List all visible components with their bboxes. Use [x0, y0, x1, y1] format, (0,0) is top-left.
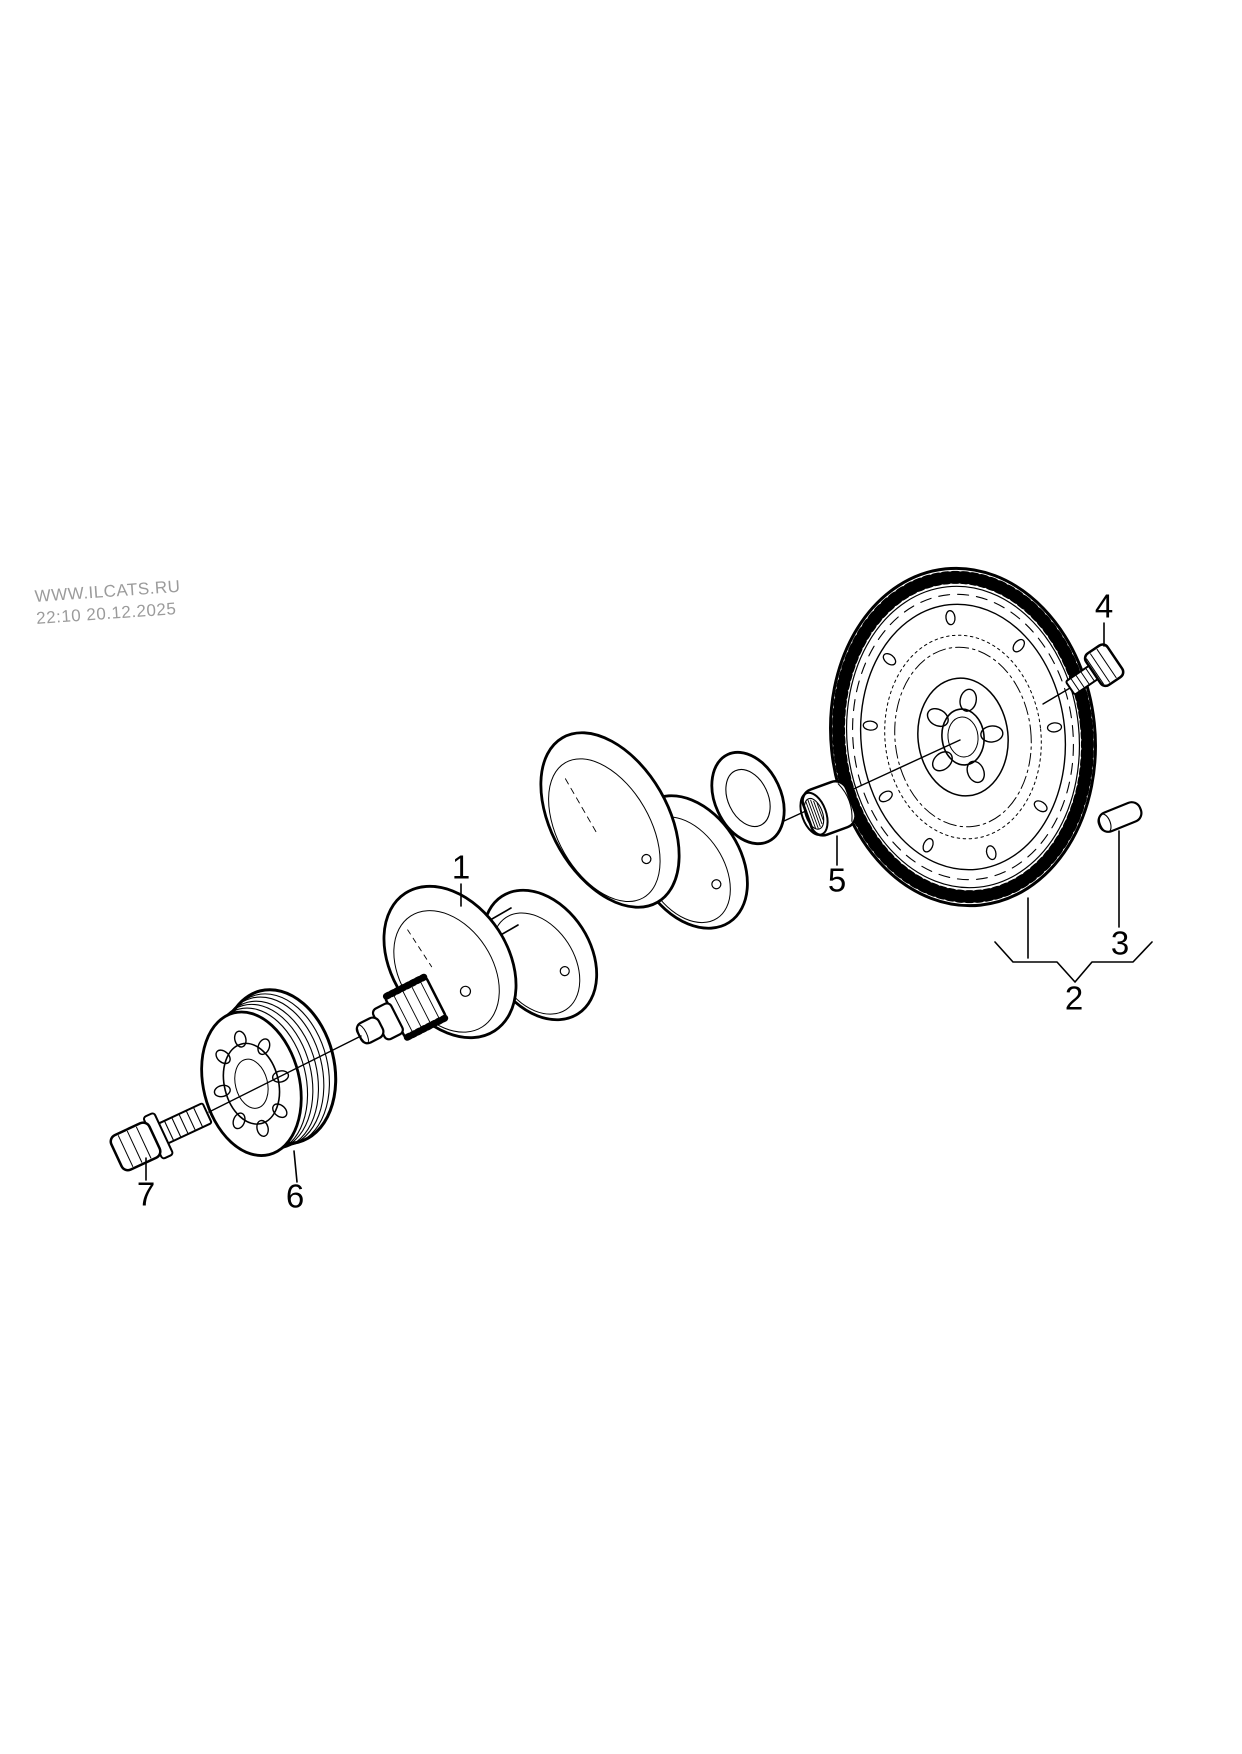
dowel-pin-drawing [1097, 801, 1143, 833]
callout-2: 2 [994, 897, 1153, 1017]
needle-rollers [804, 799, 824, 829]
callout-6-label: 6 [286, 1178, 304, 1215]
thread-ribs [1070, 668, 1095, 692]
callout-3-label: 3 [1111, 925, 1129, 962]
crank-bore-inner [947, 716, 979, 758]
crank-snout [355, 973, 449, 1045]
flywheel-hub [917, 677, 1009, 797]
needle-bearing-drawing [799, 780, 857, 837]
pulley-drawing [200, 988, 338, 1157]
bolt4-leader-line [1042, 687, 1071, 705]
pulley-hub-arc [234, 1058, 269, 1109]
callout-7-label: 7 [137, 1176, 155, 1213]
axis-line-rear [757, 739, 961, 834]
bearing-rear-arc [837, 783, 853, 822]
ring-gear-teeth [832, 570, 1094, 904]
head-ridges [117, 1126, 152, 1167]
pulley-slot-holes [213, 1030, 290, 1137]
callout-6: 6 [286, 1150, 304, 1215]
pulley-face [200, 1010, 303, 1157]
crankshaft-drawing [355, 731, 786, 1045]
callouts: 1 4 5 3 2 6 [137, 588, 1153, 1215]
crank-rear-flange [710, 750, 786, 846]
callout-4: 4 [1095, 588, 1113, 647]
thread-ribs [164, 1107, 203, 1141]
callout-1-label: 1 [452, 849, 470, 886]
clutch-surface-dotted [884, 634, 1042, 840]
head-ridges [1086, 648, 1117, 685]
callout-7: 7 [137, 1157, 155, 1213]
axis-line-front [208, 1035, 362, 1113]
ring-gear-root [845, 585, 1081, 889]
leader-line-6 [293, 1150, 298, 1183]
flywheel-face-edge [859, 603, 1067, 871]
flywheel-dashed-ring [852, 593, 1074, 881]
callout-2-label: 2 [1065, 980, 1083, 1017]
crank-web [539, 731, 681, 909]
flywheel-rivet-holes [862, 610, 1063, 861]
callout-5-label: 5 [828, 862, 846, 899]
flywheel-outer-rim [829, 566, 1097, 908]
bracket-2 [994, 941, 1153, 983]
clutch-surface-dashdot [894, 646, 1032, 828]
callout-1: 1 [452, 849, 470, 907]
callout-3: 3 [1111, 830, 1129, 962]
pulley-bolt-drawing [109, 1102, 213, 1172]
flywheel-drawing [829, 566, 1097, 908]
callout-4-label: 4 [1095, 588, 1113, 625]
hub-bolt-holes [926, 688, 1004, 784]
flywheel-bolt-drawing [1065, 643, 1125, 695]
callout-5: 5 [828, 835, 846, 899]
crank-bore-outer [941, 708, 985, 766]
